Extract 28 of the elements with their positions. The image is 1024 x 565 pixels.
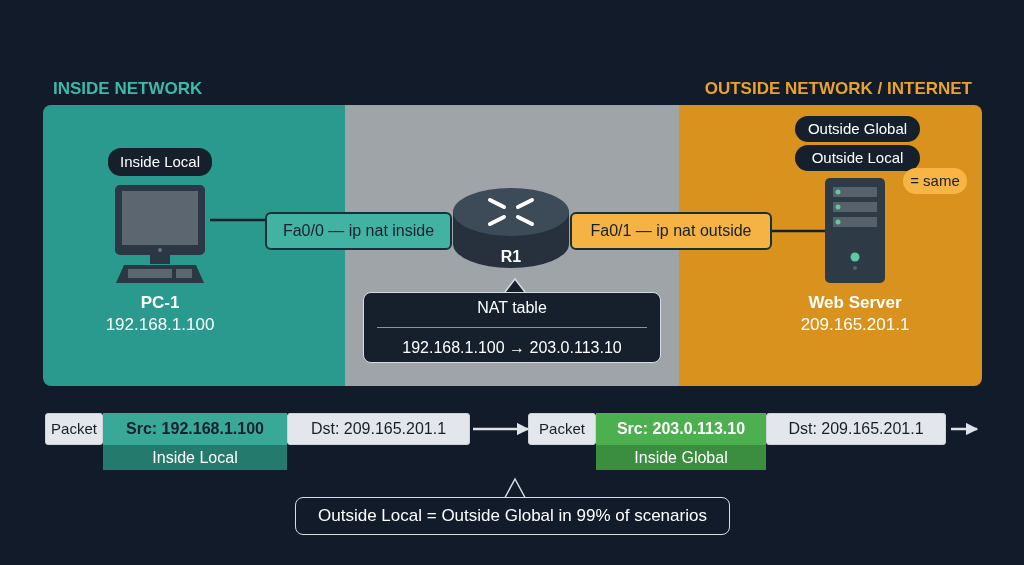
connector-line <box>772 229 825 233</box>
zone-heading: INSIDE NETWORK <box>52 78 204 100</box>
address-type: Inside Global <box>596 445 766 470</box>
connector-line <box>210 218 265 222</box>
tag-label: Inside Local <box>108 148 212 176</box>
table-callout <box>363 292 661 363</box>
note-label: = same <box>903 168 967 194</box>
interface-label: Fa0/1 — ip nat outside <box>570 212 772 250</box>
device-name: PC-1 <box>140 293 180 314</box>
arrow <box>951 422 979 436</box>
arrow <box>473 422 530 436</box>
ip-address: 209.165.201.1 <box>800 315 910 336</box>
tag-label: Outside Global <box>795 116 920 142</box>
router-name: R1 <box>500 246 522 266</box>
ip-address: 192.168.1.100 <box>105 315 215 336</box>
table-row: 192.168.1.100 → 203.0.113.10 <box>402 337 622 358</box>
address-type: Inside Local <box>103 445 287 470</box>
device-name: Web Server <box>808 293 902 314</box>
tag-label: Outside Local <box>795 145 920 171</box>
source-address: Src: 192.168.1.100 <box>103 413 287 445</box>
zone-heading: OUTSIDE NETWORK / INTERNET <box>703 78 973 100</box>
packet-label: Packet <box>45 413 103 445</box>
table-title: NAT table <box>477 297 547 318</box>
interface-label: Fa0/0 — ip nat inside <box>265 212 452 250</box>
destination-address: Dst: 209.165.201.1 <box>287 413 470 445</box>
destination-address: Dst: 209.165.201.1 <box>766 413 946 445</box>
packet-label: Packet <box>528 413 596 445</box>
source-address: Src: 203.0.113.10 <box>596 413 766 445</box>
